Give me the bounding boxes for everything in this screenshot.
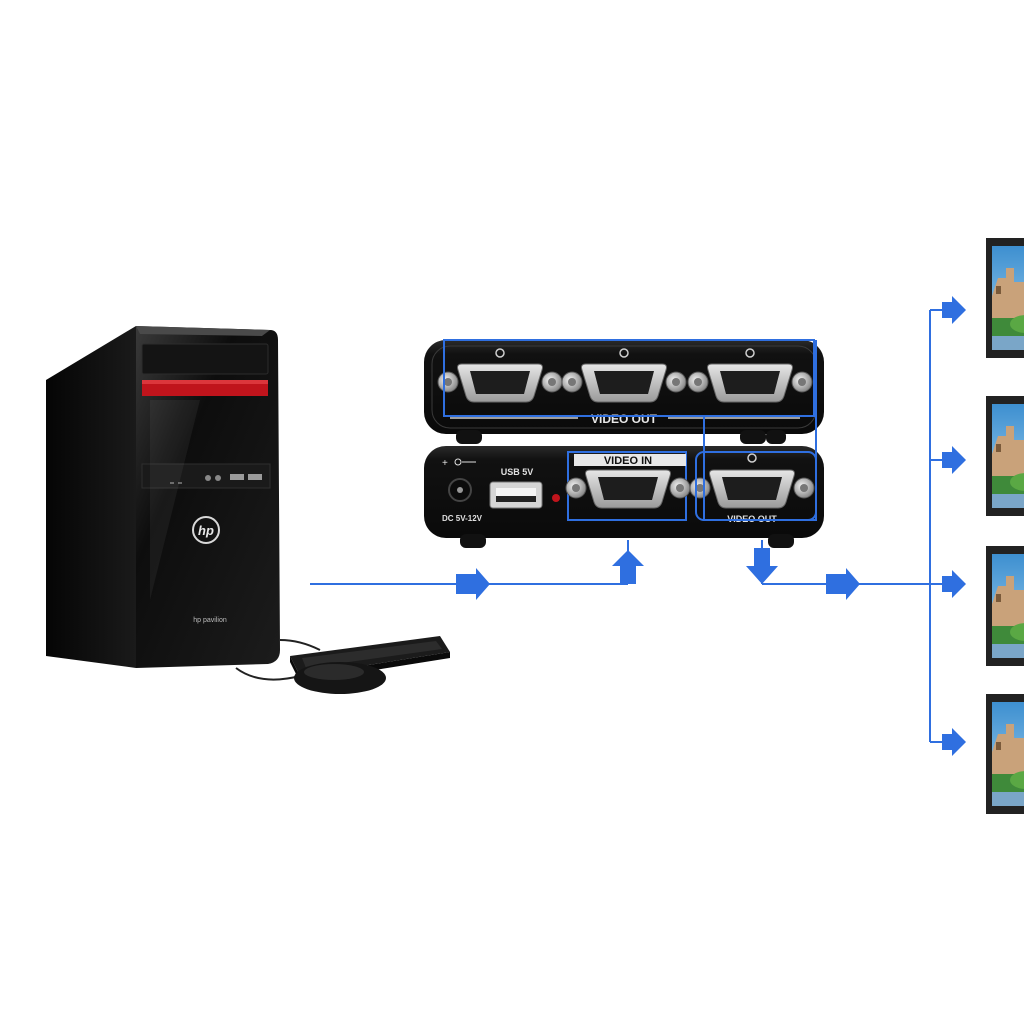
usb-power-port: USB 5V xyxy=(489,467,543,509)
svg-text:DC 5V-12V: DC 5V-12V xyxy=(442,514,483,523)
monitor-2 xyxy=(986,396,1024,516)
monitor-4-arrow xyxy=(942,728,966,756)
signal-flow xyxy=(310,296,966,756)
monitor-3 xyxy=(986,546,1024,666)
vga-splitter: VIDEO OUT + DC 5V-12V USB 5V xyxy=(424,339,824,548)
hp-logo: hp xyxy=(192,516,220,544)
monitor-1 xyxy=(986,238,1024,358)
svg-text:VIDEO IN: VIDEO IN xyxy=(604,455,652,467)
output-arrow-down xyxy=(746,548,778,584)
top-video-out-label: VIDEO OUT xyxy=(591,412,658,426)
svg-text:+: + xyxy=(442,458,448,469)
svg-text:USB 5V: USB 5V xyxy=(501,467,534,477)
monitor-4 xyxy=(986,694,1024,814)
output-group-outline xyxy=(443,339,815,417)
monitor-1-arrow xyxy=(942,296,966,324)
output-arrow-right xyxy=(826,568,860,600)
monitor-3-arrow xyxy=(942,570,966,598)
video-in-port: VIDEO IN xyxy=(565,451,691,521)
mouse xyxy=(294,662,386,694)
power-led xyxy=(552,494,560,502)
desktop-computer: hp hp pavilion xyxy=(46,326,280,668)
splitter-top-unit: VIDEO OUT xyxy=(424,339,824,444)
input-arrow-right xyxy=(456,568,490,600)
monitor-2-arrow xyxy=(942,446,966,474)
dc-power-jack: + DC 5V-12V xyxy=(442,458,483,523)
splitter-bottom-unit: + DC 5V-12V USB 5V VIDEO IN xyxy=(424,446,824,548)
tower-front-panel xyxy=(136,326,280,668)
tower-model-label: hp pavilion xyxy=(193,617,227,624)
tower-side-panel xyxy=(46,326,136,668)
output-monitors xyxy=(986,238,1024,814)
input-arrow-up xyxy=(612,550,644,584)
svg-text:hp: hp xyxy=(198,523,214,538)
